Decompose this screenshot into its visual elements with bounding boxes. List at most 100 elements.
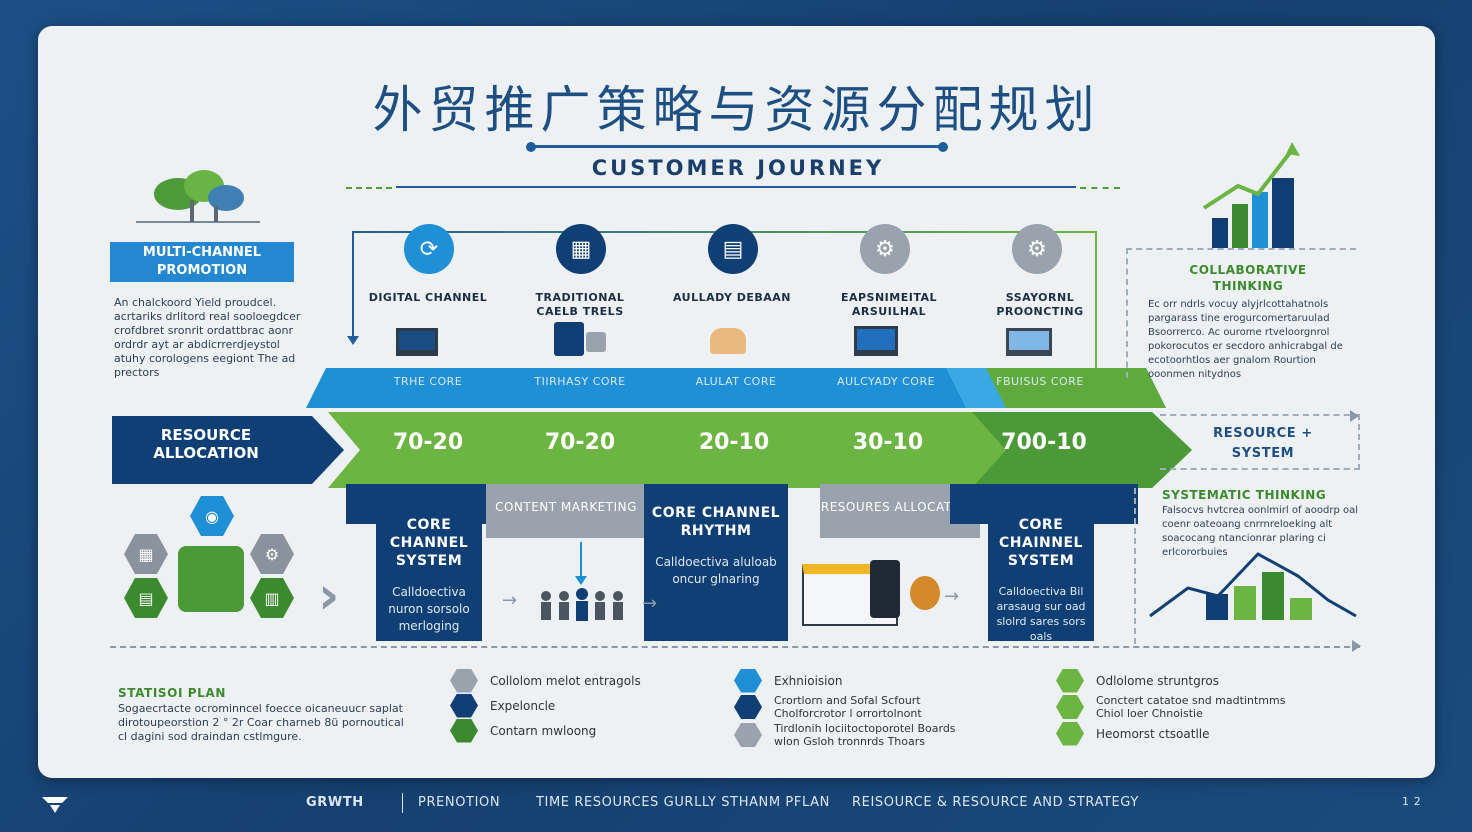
growth-chart-icon (1202, 142, 1300, 248)
hex-icon (734, 695, 762, 719)
ratio-value: 700-10 (1001, 430, 1087, 455)
legend-item: Conctert catatoe snd madtintmms Chiol lo… (1056, 693, 1316, 721)
column-content-marketing[interactable]: CONTENT MARKETING (486, 484, 646, 538)
legend-item: Contarn mwloong (450, 718, 641, 743)
logo-icon (42, 797, 68, 813)
strategic-text: Sogaecrtacte ocrominncel foecce oicaneuu… (118, 702, 404, 743)
hex-icon (1056, 721, 1084, 746)
legend-item: Expeloncle (450, 693, 641, 718)
monitor-icon (396, 328, 438, 356)
stage-label: DIGITAL CHANNEL (368, 291, 488, 304)
resource-system-label: RESOURCE + SYSTEM (1213, 426, 1313, 461)
stage-label: SSAYORNL PROONCTING (996, 291, 1084, 318)
stage-digital[interactable]: ⟳ (404, 224, 456, 274)
footer-growth[interactable]: GRWTH (306, 795, 364, 810)
monitor-icon (1006, 328, 1052, 356)
column-sub: Calldoectiva Bil arasaug sur oad slolrd … (996, 585, 1086, 643)
column-core-channel[interactable]: CORE CHANNEL SYSTEM Calldoectiva nuron s… (376, 496, 482, 641)
legend-item: Tirdlonih lociitoctoporotel Boards wlon … (734, 721, 964, 749)
briefcase-icon (554, 322, 584, 356)
down-arrow-icon (575, 576, 587, 585)
stage-label: TRADITIONAL CAELB TRELS (535, 291, 625, 318)
hex-icon (450, 718, 478, 743)
traditional-icon: ▦ (556, 224, 606, 274)
ratio-value: 70-20 (544, 430, 616, 455)
page-title: 外贸推广策略与资源分配规划 (372, 81, 1101, 139)
stage-document[interactable]: ▤ (708, 224, 758, 274)
arrow-right-icon: → (944, 586, 960, 607)
journey-line (534, 145, 944, 148)
resource-allocation-label: RESOURCE ALLOCATION (153, 426, 259, 462)
arrow-right-icon: → (642, 593, 658, 614)
collab-box (1126, 248, 1356, 378)
core-band (306, 368, 1166, 408)
journey-title: CUSTOMER JOURNEY (591, 156, 885, 180)
legend-group-2: Exhnioision Crortlorn and Sofal Scfourt … (734, 668, 964, 749)
hex-icon (734, 668, 762, 693)
hand-icon (710, 328, 746, 354)
stage-label: EAPSNIMEITAL ARSUILHAL (840, 291, 938, 318)
legend-item: Collolom melot entragols (450, 668, 641, 693)
chevron-right-icon: › (318, 566, 340, 626)
legend-group-3: Odlolome struntgros Conctert catatoe snd… (1056, 668, 1316, 746)
arrow-right-icon (1352, 640, 1361, 652)
footer-divider (402, 793, 403, 813)
hex-icon (1056, 695, 1084, 719)
column-title: CONTENT MARKETING (495, 500, 637, 514)
tree-icon (136, 170, 260, 223)
hex-icon-bottom-left: ▤ (124, 578, 168, 618)
page-number: 1 2 (1402, 795, 1422, 808)
ratio-value: 70-20 (392, 430, 464, 455)
down-arrow-line (580, 542, 582, 580)
legend-item: Exhnioision (734, 668, 964, 693)
monitor-icon (854, 326, 898, 356)
stage-traditional[interactable]: ▦ (556, 224, 606, 274)
column-title: RESOURES ALLOCATIONI (820, 500, 980, 514)
ratio-value: 30-10 (852, 430, 924, 455)
hex-icon (450, 668, 478, 693)
stage-gear[interactable]: ⚙ (860, 224, 910, 274)
hex-icon-top: ◉ (190, 496, 234, 536)
stages-row: ⟳ ▦ ▤ ⚙ ⚙ (400, 224, 1080, 364)
settings-icon: ⚙ (1012, 224, 1062, 274)
stage-settings[interactable]: ⚙ (1012, 224, 1062, 274)
core-label: ALULAT CORE (695, 375, 777, 388)
column-core-system[interactable]: CORE CHAINNEL SYSTEM Calldoectiva Bil ar… (988, 496, 1094, 643)
strategic-title: STATISOI PLAN (118, 686, 226, 700)
legend-item: Odlolome struntgros (1056, 668, 1316, 693)
left-panel-text: An chalckoord Yield proudcel. acrtariks … (114, 296, 301, 379)
hex-icon (734, 723, 762, 747)
journey-underline (396, 186, 1076, 188)
puzzle-icon (178, 546, 244, 612)
footer-promotion[interactable]: PRENOTION (418, 795, 501, 810)
digital-icon: ⟳ (404, 224, 454, 274)
systematic-text: Falsocvs hvtcrea oonlmirl of aoodrp oal … (1162, 505, 1359, 558)
multichannel-badge: MULTI-CHANNEL PROMOTION (110, 242, 294, 282)
core-label: TRHE CORE (393, 375, 463, 388)
core-label: TIIRHASY CORE (534, 375, 626, 388)
column-sub: Calldoectiva aluloab oncur glnaring (655, 555, 777, 586)
section-divider (110, 646, 1360, 648)
phone-icon (586, 332, 606, 352)
stage-label: AULLADY DEBAAN (672, 291, 792, 304)
journey-dash-right (1080, 187, 1120, 189)
resource-system-box (1160, 414, 1360, 470)
legend-item: Crortlorn and Sofal Scfourt Cholforcroto… (734, 693, 964, 721)
hex-icon-bottom-right: ▥ (250, 578, 294, 618)
hex-icon (450, 693, 478, 718)
collab-text: Ec orr ndrls vocuy alyjrlcottahatnols pa… (1148, 299, 1343, 380)
journey-dot-left (526, 142, 536, 152)
arrow-right-icon (1350, 410, 1359, 422)
hex-icon-right: ⚙ (250, 534, 294, 574)
footer-time-resources[interactable]: TIME RESOURCES GURLLY STHANM PFLAN (536, 795, 830, 810)
footer-resource-strategy[interactable]: REISOURCE & RESOURCE AND STRATEGY (852, 795, 1139, 810)
column-title: CORE CHANNEL RHYTHM (651, 505, 781, 539)
column-rhythm[interactable]: CORE CHANNEL RHYTHM Calldoectiva aluloab… (644, 484, 788, 641)
column-title: CORE CHANNEL SYSTEM (389, 517, 469, 569)
collab-title: COLLABORATIVE THINKING (1189, 263, 1307, 293)
legend-group-1: Collolom melot entragols Expeloncle Cont… (450, 668, 641, 743)
slide-card: 外贸推广策略与资源分配规划 CUSTOMER JOURNEY MULTI-CHA… (38, 26, 1435, 778)
hex-icon (1056, 668, 1084, 693)
tablet-icon (870, 560, 900, 618)
journey-dash-left (346, 187, 392, 189)
